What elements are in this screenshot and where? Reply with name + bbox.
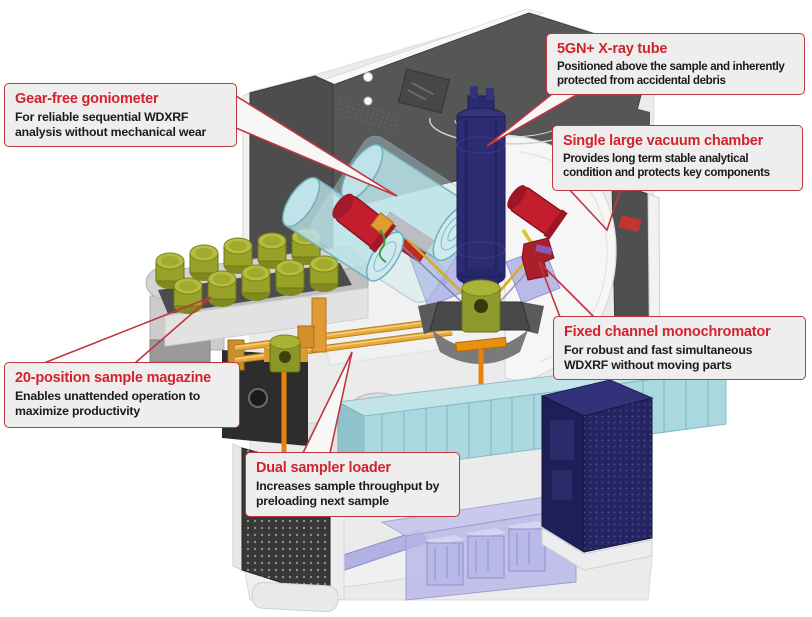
loader-actuator-orange <box>297 297 327 353</box>
callout-body: Positioned above the sample and inherent… <box>557 59 785 88</box>
callout-monochromator: Fixed channel monochromator For robust a… <box>553 316 806 380</box>
detector-red-tab <box>618 215 642 232</box>
callout-sample-magazine: 20-position sample magazine Enables unat… <box>4 362 240 428</box>
callout-sampler-loader: Dual sampler loader Increases sample thr… <box>245 452 460 517</box>
callout-body: For reliable sequential WDXRF analysis w… <box>15 109 207 140</box>
leader-vacuum-chamber <box>552 171 621 232</box>
callout-vacuum-chamber: Single large vacuum chamber Provides lon… <box>552 125 803 191</box>
callout-title: 5GN+ X-ray tube <box>557 41 668 57</box>
callout-gear-free-goniometer: Gear-free goniometer For reliable sequen… <box>4 83 237 147</box>
transformer-blocks <box>425 521 547 586</box>
power-modules <box>321 495 578 601</box>
callout-title: Gear-free goniometer <box>15 91 159 107</box>
detector-electronics-box <box>540 379 654 571</box>
dual-sampler-rails <box>227 297 453 462</box>
xray-tube-head <box>332 193 397 263</box>
callout-title: 20-position sample magazine <box>15 370 212 386</box>
callout-xray-tube: 5GN+ X-ray tube Positioned above the sam… <box>546 33 805 95</box>
callout-body: Provides long term stable analytical con… <box>563 151 770 180</box>
leader-monochromator <box>538 261 595 318</box>
leader-sample-magazine <box>43 296 212 364</box>
sample-holder-center <box>461 279 501 333</box>
sample-position-assembly <box>418 279 544 452</box>
callout-body: Enables unattended operation to maximize… <box>15 388 201 419</box>
callout-body: For robust and fast simultaneous WDXRF w… <box>564 342 753 373</box>
machine-foot <box>251 581 339 613</box>
xray-tube <box>456 86 506 306</box>
callout-title: Single large vacuum chamber <box>563 133 764 149</box>
callout-body: Increases sample throughput by preloadin… <box>256 478 440 509</box>
roof-label-plate <box>397 68 451 114</box>
callout-leaders <box>43 93 621 454</box>
callout-title: Dual sampler loader <box>256 460 391 476</box>
callout-title: Fixed channel monochromator <box>564 324 771 340</box>
monochromator-assembly <box>507 185 642 281</box>
